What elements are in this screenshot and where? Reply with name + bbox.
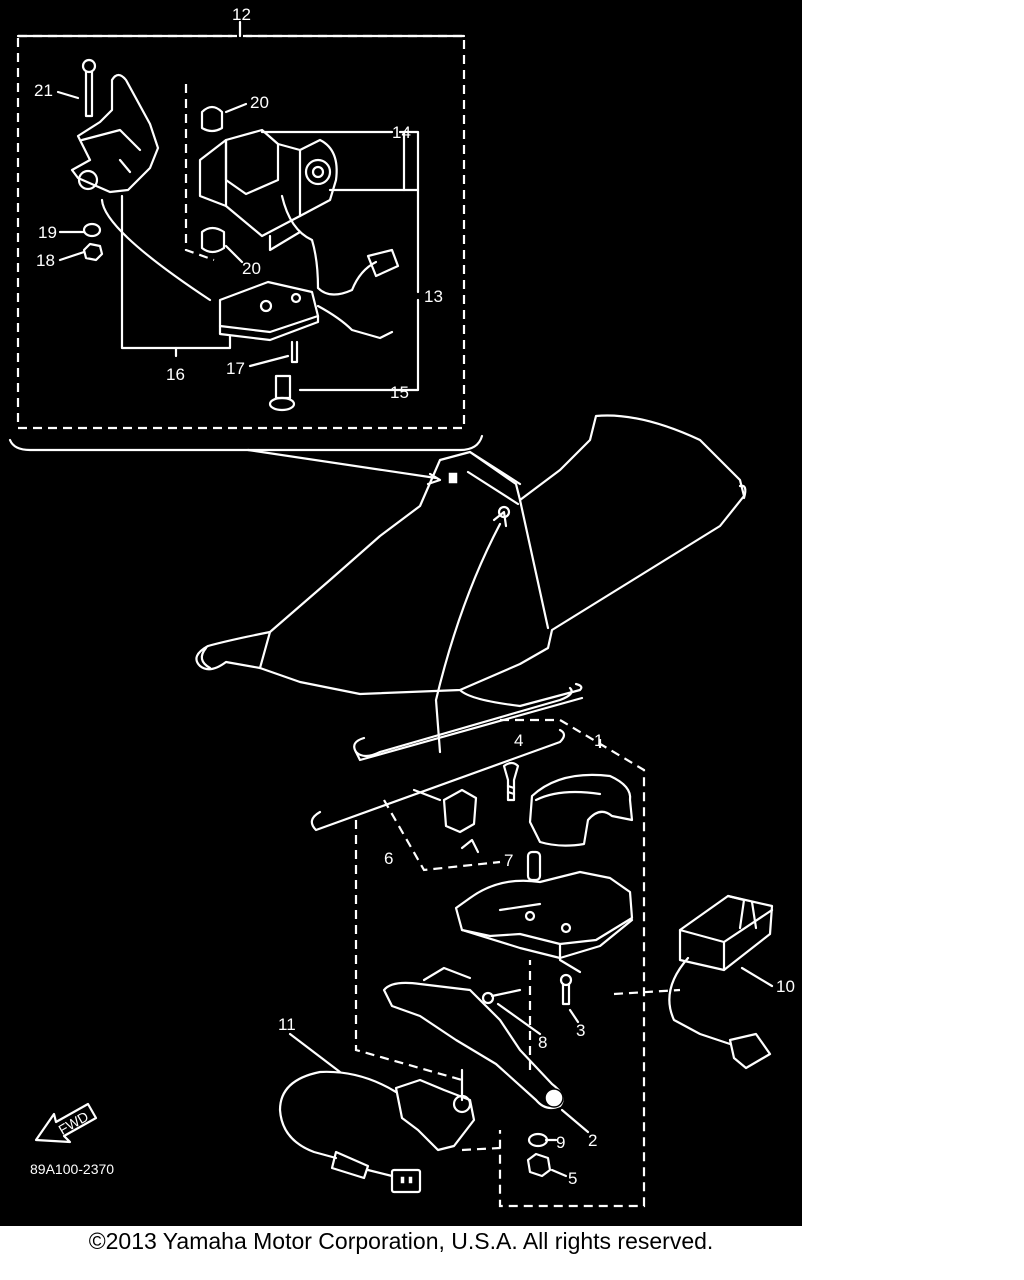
label-part-13: 13 [424, 287, 443, 306]
label-part-15: 15 [390, 383, 409, 402]
label-part-21: 21 [34, 81, 53, 100]
control-module-part-10 [668, 894, 774, 1070]
label-part-8: 8 [538, 1033, 547, 1052]
bolt-part-15 [268, 374, 296, 412]
kill-switch-part-6 [412, 788, 480, 854]
forward-arrow-icon: FWD [34, 1102, 98, 1144]
handlebar [310, 686, 584, 832]
label-part-7: 7 [504, 851, 513, 870]
throttle-housing-part-14 [198, 128, 400, 296]
snowmobile-body-outline [195, 414, 747, 708]
lever-holder-cap-part-1 [528, 773, 634, 847]
mount-bracket [70, 73, 160, 194]
label-part-11: 11 [278, 1015, 296, 1034]
label-part-17: 17 [226, 359, 245, 378]
throttle-switch-part-11 [278, 1070, 476, 1194]
mount-plate-part-16 [100, 198, 394, 342]
label-part-10: 10 [776, 977, 795, 996]
label-part-2: 2 [588, 1131, 597, 1150]
parts-diagram-panel: 12 21 20 14 19 18 20 13 16 17 15 [0, 0, 802, 1226]
label-part-16: 16 [166, 365, 185, 384]
rubber-nut-part-20-top [200, 105, 224, 133]
label-part-9: 9 [556, 1133, 565, 1152]
rubber-nut-part-20-bottom [200, 226, 226, 254]
nut-part-18 [82, 242, 104, 262]
label-part-19: 19 [38, 223, 57, 242]
drawing-code: 89A100-2370 [30, 1161, 114, 1177]
label-part-14: 14 [392, 123, 411, 142]
exploded-parts-diagram: 12 21 20 14 19 18 20 13 16 17 15 [8, 5, 795, 1208]
label-part-6: 6 [384, 849, 393, 868]
label-part-3: 3 [576, 1021, 585, 1040]
screw-part-17 [290, 340, 299, 364]
washer-part-9 [527, 1132, 549, 1148]
label-part-4: 4 [514, 731, 523, 750]
spring-part-7 [526, 850, 542, 882]
copyright-notice: ©2013 Yamaha Motor Corporation, U.S.A. A… [88, 1228, 714, 1254]
screw-part-4 [502, 761, 520, 802]
bolt-part-3 [559, 973, 573, 1006]
pin-part-8 [481, 988, 522, 1005]
label-part-12: 12 [232, 5, 251, 24]
lever-bracket [454, 870, 634, 974]
brake-lever-part-2 [382, 966, 564, 1110]
label-part-18: 18 [36, 251, 55, 270]
label-part-20-bottom: 20 [242, 259, 261, 278]
label-part-5: 5 [568, 1169, 577, 1188]
bolt-part-21 [81, 58, 97, 118]
label-part-1: 1 [594, 731, 603, 750]
nut-part-5 [526, 1152, 552, 1178]
label-part-20-top: 20 [250, 93, 269, 112]
washer-part-19 [82, 222, 102, 238]
